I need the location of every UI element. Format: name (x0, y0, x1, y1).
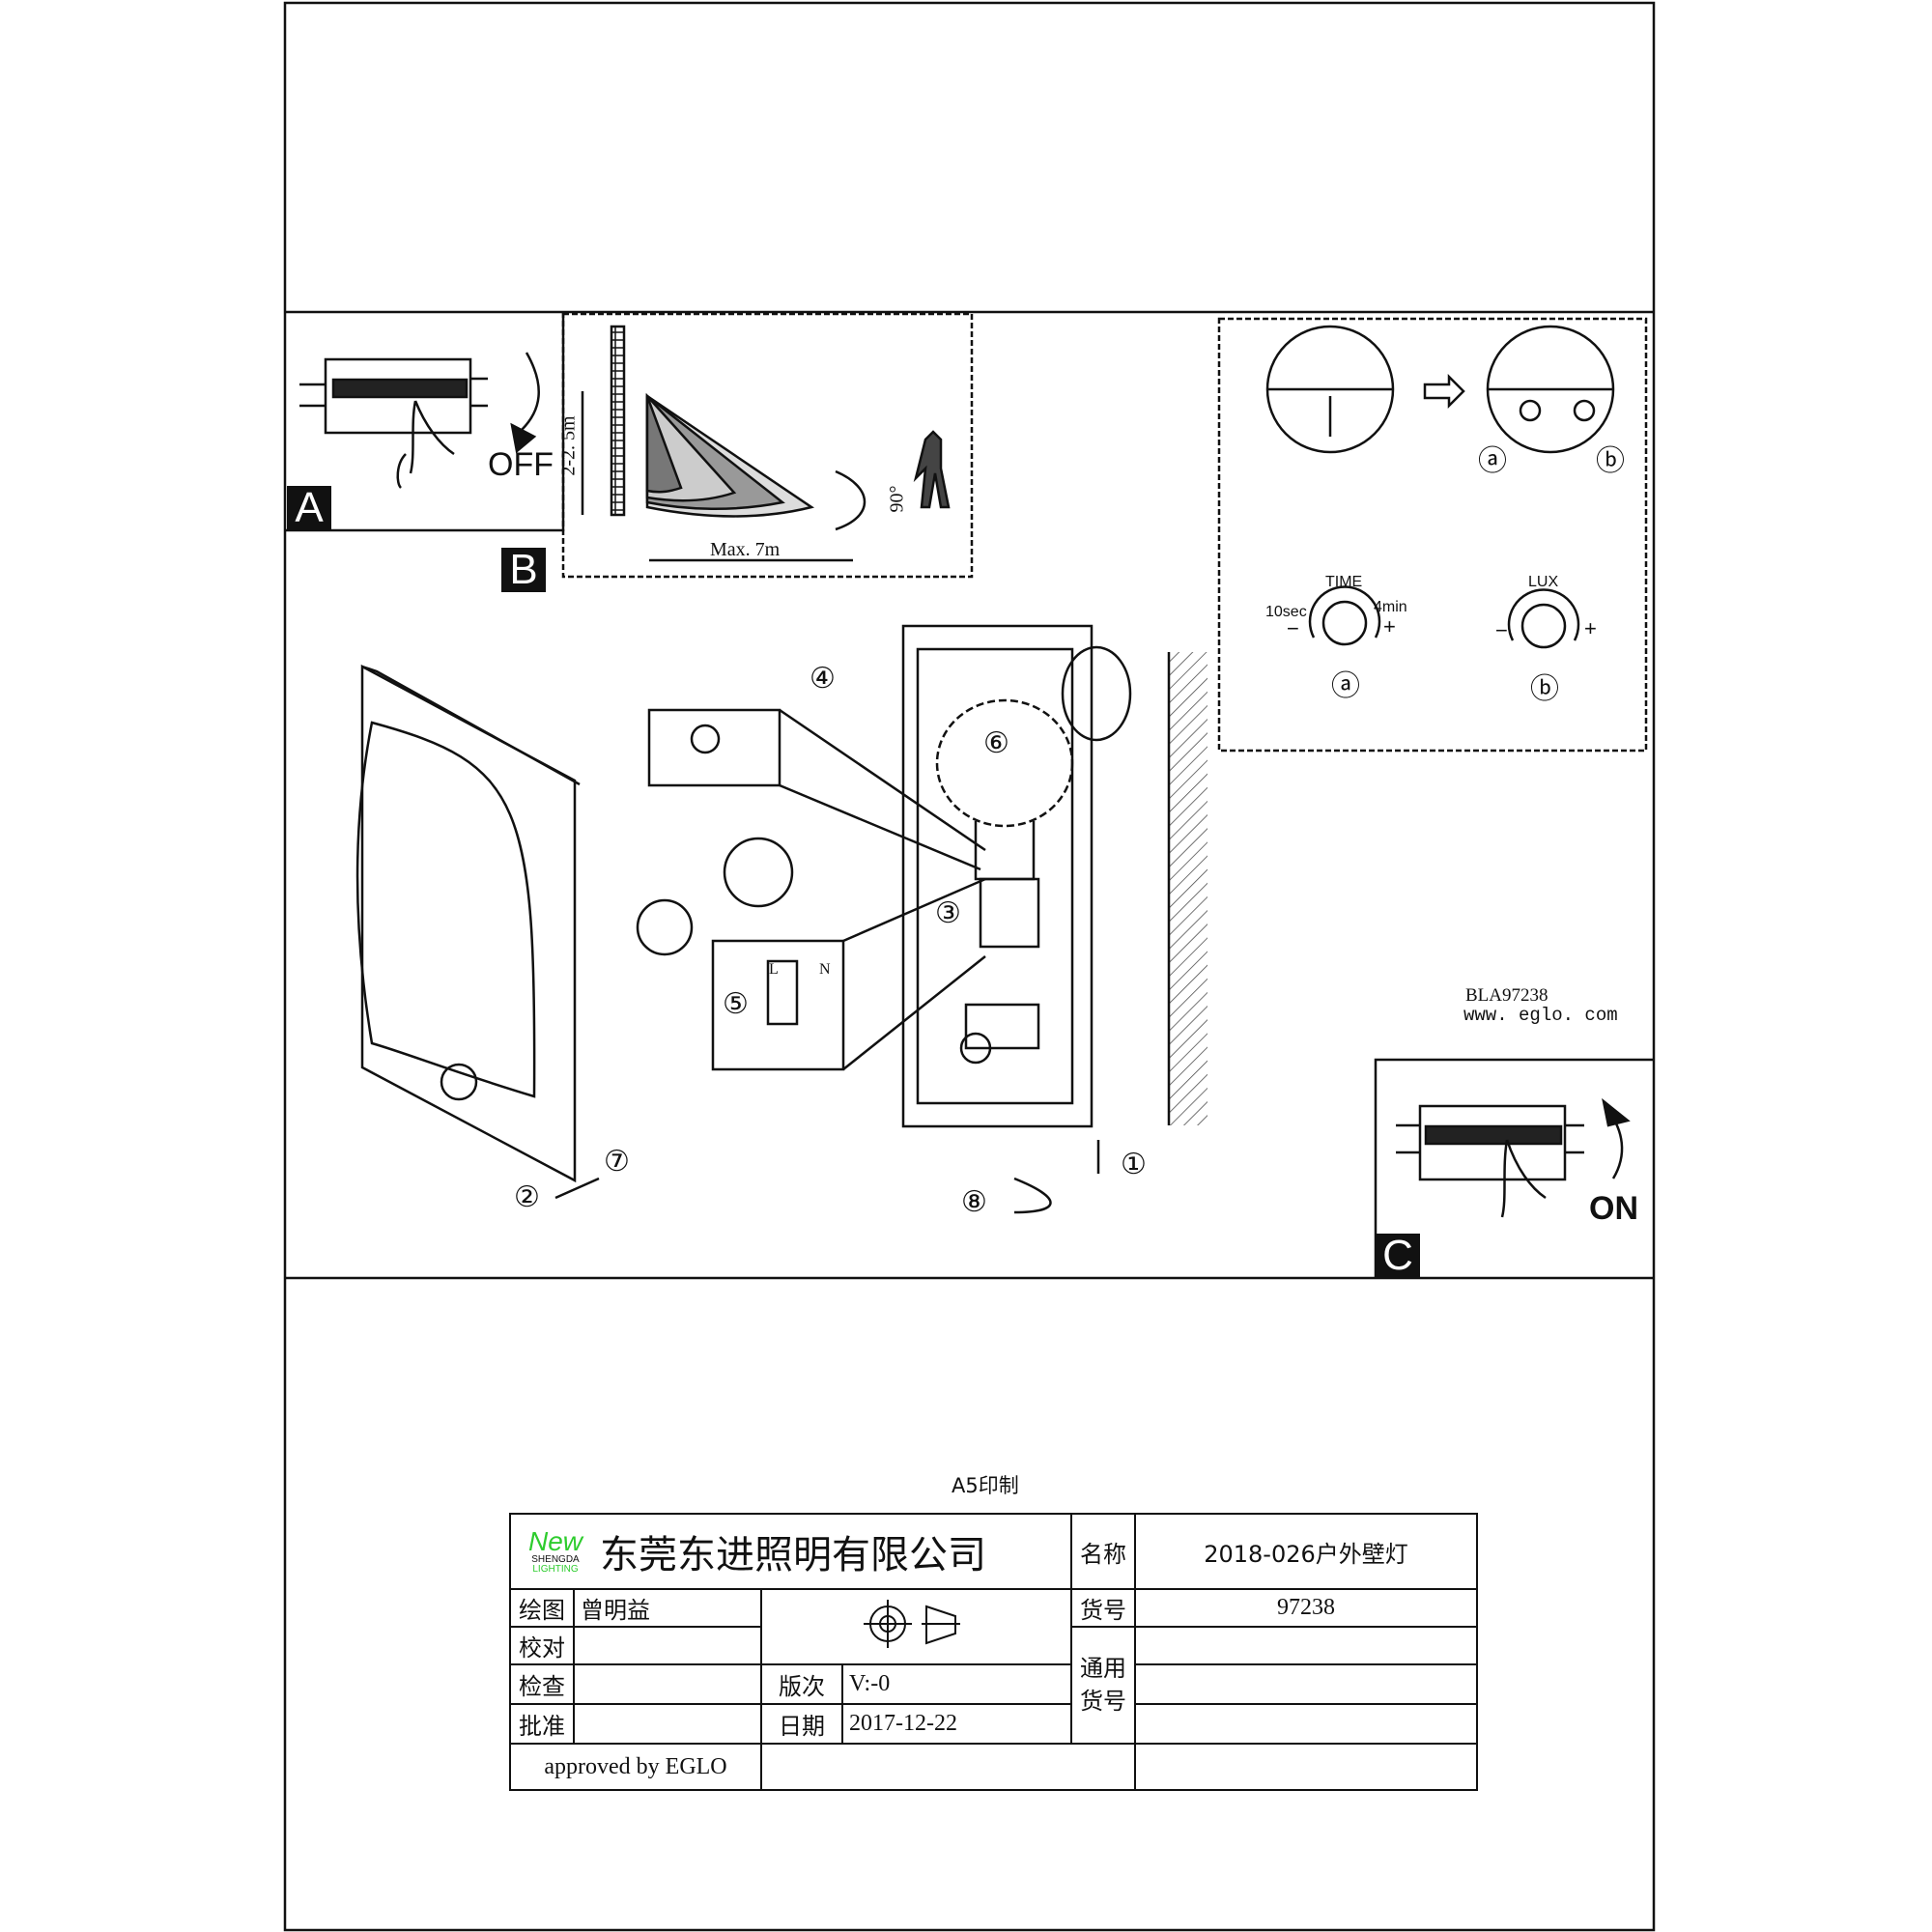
inspect-label: 检查 (509, 1663, 575, 1705)
arrow-right-icon (1423, 373, 1465, 410)
marker-b: ⓑ (1596, 445, 1625, 477)
terminal-l: L (769, 961, 779, 978)
time-plus: + (1383, 614, 1396, 639)
sensor-panel-frame (1217, 317, 1648, 753)
projection-symbol (760, 1588, 1072, 1665)
version-label: 版次 (762, 1665, 843, 1703)
lamp-front-cover (360, 664, 577, 1183)
panel-b-label: B (501, 548, 546, 592)
marker-a: ⓐ (1478, 445, 1507, 477)
time-minus: − (1287, 616, 1299, 640)
company-logo: New SHENGDA LIGHTING (527, 1526, 582, 1575)
checked-label: 校对 (509, 1626, 575, 1665)
lux-dial-icon (1520, 603, 1567, 649)
height-range-text: 2-2. 5m (557, 415, 580, 476)
step-7: ⑦ (604, 1146, 630, 1178)
on-text: ON (1589, 1190, 1638, 1227)
step-5: ⑤ (723, 988, 749, 1020)
company-name: 东莞东进照明有限公司 (600, 1533, 986, 1577)
print-note: A5印制 (952, 1474, 1019, 1497)
off-text: OFF (488, 446, 554, 483)
common-item-label: 通用货号 (1070, 1626, 1136, 1745)
drawn-label: 绘图 (509, 1588, 575, 1628)
max-distance-text: Max. 7m (710, 539, 781, 560)
arrow-off (521, 352, 540, 431)
panel-c-frame (1374, 1058, 1654, 1278)
name-value: 2018-026户外壁灯 (1134, 1513, 1478, 1590)
page-border (283, 1, 1656, 1932)
website: www. eglo. com (1463, 1005, 1618, 1026)
step-4: ④ (810, 663, 836, 695)
approved-by: approved by EGLO (509, 1743, 762, 1791)
item-value: 97238 (1134, 1588, 1478, 1628)
step-8: ⑧ (961, 1186, 987, 1218)
panel-a-label: A (287, 486, 331, 530)
time-max: 4min (1374, 599, 1407, 615)
terminal-detail-box (711, 939, 845, 1071)
lamp-diffuser (355, 721, 536, 1098)
wall-hatch (1169, 652, 1208, 1125)
step-1: ① (1121, 1149, 1147, 1180)
panel-b-frame (561, 312, 974, 579)
angle-text: 90° (886, 485, 908, 513)
date-value: 2017-12-22 (849, 1711, 957, 1736)
wall-icon (610, 325, 626, 517)
drawn-value: 曾明益 (573, 1588, 762, 1628)
lux-minus: − (1495, 618, 1508, 642)
breaker-icon-c (1396, 1097, 1631, 1218)
rotate-arrow-8 (1013, 1177, 1052, 1214)
time-dial-icon (1321, 600, 1368, 646)
arrow-2-7 (554, 1177, 600, 1200)
time-marker-a: ⓐ (1331, 670, 1360, 702)
wire-detail-2 (723, 837, 794, 908)
step-2: ② (514, 1181, 540, 1213)
lamp-holder (979, 877, 1040, 949)
approve-label: 批准 (509, 1703, 575, 1745)
breaker-icon-a (299, 352, 540, 489)
person-icon (913, 430, 951, 509)
wire-detail-1 (636, 898, 694, 956)
name-label: 名称 (1070, 1513, 1136, 1590)
time-min: 10sec (1265, 604, 1307, 620)
panel-c-label: C (1376, 1234, 1420, 1278)
screw-detail-box (647, 708, 781, 787)
item-label: 货号 (1070, 1588, 1136, 1628)
sensor-window (440, 1063, 478, 1101)
lux-label: LUX (1528, 574, 1559, 590)
projection-icon (863, 1599, 960, 1648)
version-value: V:-0 (849, 1671, 891, 1696)
bulb-icon (935, 698, 1074, 828)
terminal-n: N (819, 961, 831, 978)
step-6: ⑥ (983, 727, 1009, 759)
angle-arrow (835, 469, 867, 531)
title-block: New SHENGDA LIGHTING 东莞东进照明有限公司 名称 2018-… (509, 1513, 1478, 1791)
sensor-module (964, 1003, 1040, 1050)
step-3: ③ (935, 897, 961, 929)
lamp-backplate (901, 624, 1094, 1128)
product-code: BLA97238 (1465, 985, 1548, 1006)
date-label: 日期 (762, 1705, 843, 1743)
time-label: TIME (1325, 574, 1363, 590)
lux-plus: + (1584, 616, 1597, 640)
lux-marker-b: ⓑ (1530, 673, 1559, 705)
wall-plug-detail (1061, 645, 1132, 742)
